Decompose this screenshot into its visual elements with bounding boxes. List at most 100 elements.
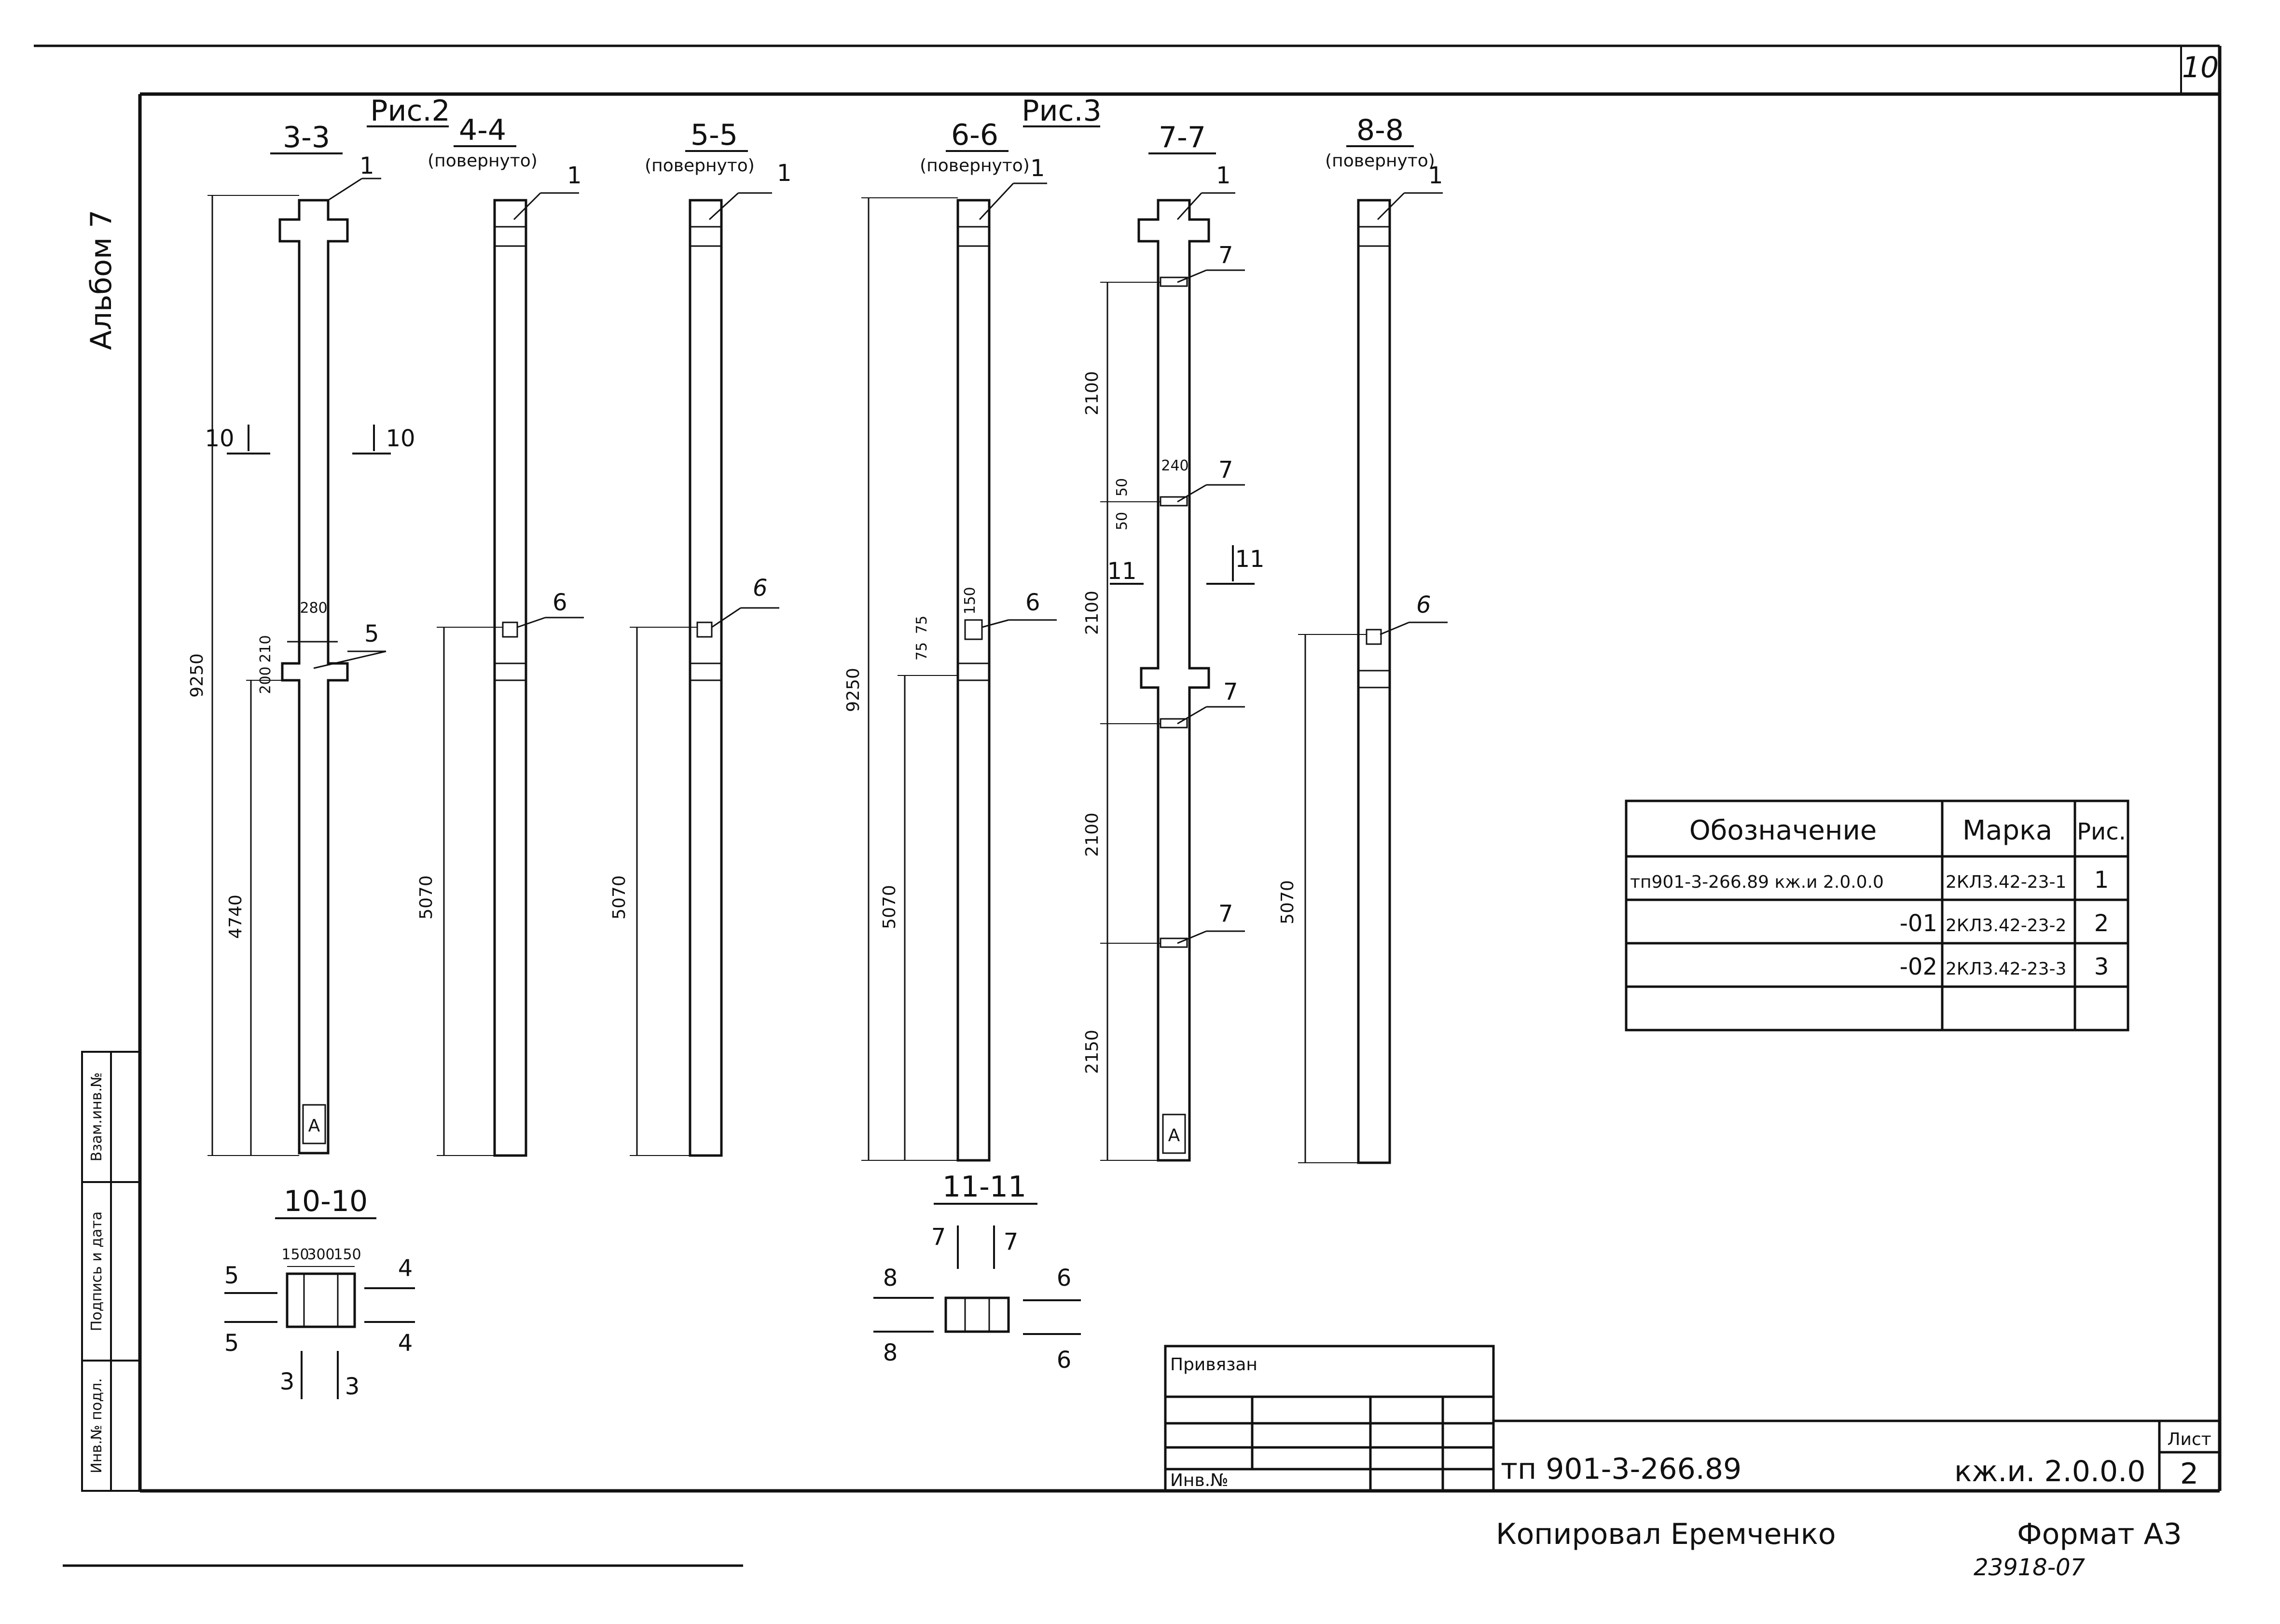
dim-240-7-7: 240	[1161, 457, 1188, 474]
page-number: 10	[2182, 51, 2219, 84]
column-3-3	[278, 199, 349, 1155]
dim-2150-7-7: 2150	[1082, 1030, 1102, 1074]
spec-row-designation: -02	[1900, 953, 1937, 980]
side-stamp-replace: Взам.инв.№	[88, 1073, 105, 1162]
figure-label-2: Рис.2	[370, 94, 450, 128]
format-label: Формат А3	[2017, 1517, 2182, 1551]
cut-5-top: 5	[224, 1262, 239, 1289]
column-5-5	[689, 199, 723, 1157]
cut-3-right: 3	[345, 1373, 360, 1400]
section-title-8-8: 8-8	[1356, 113, 1404, 147]
spec-row-designation: -01	[1900, 910, 1937, 937]
section-8-8: 8-8 (повернуто) 1 6 5070	[1278, 113, 1448, 1164]
cut-5-bottom: 5	[224, 1330, 239, 1357]
copied-by: Копировал Еремченко	[1496, 1517, 1836, 1551]
side-stamp-sign: Подпись и дата	[88, 1211, 105, 1332]
cut-7-left: 7	[931, 1224, 946, 1251]
dim-5070-6-6: 5070	[880, 885, 899, 929]
callout-1-8-8: 1	[1428, 162, 1443, 189]
section-title-5-5: 5-5	[691, 118, 738, 152]
dim-4740-3-3: 4740	[226, 895, 246, 939]
section-title-11-11: 11-11	[942, 1170, 1026, 1204]
album-label: Альбом 7	[84, 210, 118, 350]
dim-75b-6-6: 75	[913, 642, 930, 661]
section-11-11: 11-11 7 7 8 8 6 6	[873, 1170, 1081, 1374]
dim-9250-6-6: 9250	[843, 668, 863, 712]
dim-280-3-3: 280	[300, 600, 327, 617]
title-block	[1164, 1345, 2220, 1492]
rotated-note-6-6: (повернуто)	[920, 156, 1030, 176]
spec-row-designation: тп901-3-266.89 кж.и 2.0.0.0	[1630, 872, 1884, 892]
mark-a-label-3-3: А	[308, 1116, 320, 1136]
dim-2100c-7-7: 2100	[1082, 812, 1102, 857]
order-number: 23918-07	[1974, 1554, 2086, 1581]
side-stamp-inv: Инв.№ подл.	[88, 1378, 105, 1473]
section-title-4-4: 4-4	[459, 113, 506, 147]
mark-a-label-7-7: А	[1168, 1126, 1180, 1145]
mark-a-7-7	[1162, 1114, 1186, 1154]
section-title-3-3: 3-3	[283, 121, 330, 154]
callout-1-3-3: 1	[359, 152, 374, 179]
dim-9250-3-3: 9250	[187, 653, 207, 698]
sheet-label: Лист	[2167, 1430, 2211, 1449]
section-3-3: 3-3 А 1 5 9250 4740 280 210 200 10 10	[187, 121, 415, 1156]
sheet-frame	[34, 44, 2222, 1567]
callout-6-6-6: 6	[1025, 589, 1040, 616]
inv-label: Инв.№	[1170, 1471, 1229, 1490]
callout-1-5-5: 1	[777, 160, 792, 187]
spec-row-mark: 2КЛ3.42-23-1	[1946, 872, 2066, 892]
callout-6-8-8: 6	[1416, 592, 1431, 619]
dim-210-3-3: 210	[257, 635, 274, 662]
dim-200-3-3: 200	[257, 666, 274, 694]
cut-mark-11-left: 11	[1107, 558, 1136, 585]
callout-7a: 7	[1218, 242, 1233, 269]
callout-6-5-5: 6	[753, 575, 768, 602]
callout-7c: 7	[1223, 678, 1238, 705]
side-stamp	[81, 1051, 141, 1492]
cut-6-bottom: 6	[1057, 1347, 1072, 1374]
sheet-number: 2	[2180, 1457, 2198, 1491]
section-4-4: 4-4 (повернуто) 1 6 5070	[416, 113, 584, 1157]
dim-5070-8-8: 5070	[1278, 880, 1298, 924]
callout-5-3-3: 5	[364, 620, 379, 647]
mark-a-3-3	[302, 1104, 326, 1144]
cut-mark-10-right: 10	[386, 425, 415, 452]
cut-4-bottom: 4	[398, 1330, 413, 1357]
dim-150-6-6: 150	[962, 587, 979, 614]
callout-7d: 7	[1218, 900, 1233, 927]
section-title-10-10: 10-10	[284, 1184, 368, 1218]
dim-2100b-7-7: 2100	[1082, 591, 1102, 635]
rotated-note-4-4: (повернуто)	[428, 151, 538, 171]
column-7-7	[1137, 199, 1210, 1162]
cut-mark-10-left: 10	[205, 425, 234, 452]
bound-label: Привязан	[1170, 1355, 1257, 1375]
spec-header-mark: Марка	[1962, 815, 2052, 846]
callout-6-4-4: 6	[553, 589, 567, 616]
spec-row-fig: 2	[2094, 910, 2109, 937]
callout-1-4-4: 1	[567, 162, 582, 189]
rotated-note-5-5: (повернуто)	[645, 156, 755, 176]
title-code: тп 901-3-266.89	[1501, 1452, 1741, 1486]
dim-50b-7-7: 50	[1114, 512, 1131, 530]
cut-3-left: 3	[280, 1368, 295, 1395]
cut-7-right: 7	[1004, 1228, 1019, 1255]
spec-table	[1625, 799, 2129, 1032]
spec-row-fig: 3	[2094, 953, 2109, 980]
section-title-6-6: 6-6	[951, 118, 998, 152]
section-7-7: 7-7 А 1 7 7 7 7 2100 2100 2100 2150 240	[1082, 121, 1265, 1162]
section-5-5: 5-5 (повернуто) 1 6 5070	[609, 118, 792, 1157]
figure-label-3: Рис.3	[1022, 94, 1101, 128]
doc-code: кж.и. 2.0.0.0	[1954, 1455, 2145, 1488]
spec-row-fig: 1	[2094, 867, 2109, 894]
dim-50a-7-7: 50	[1114, 478, 1131, 496]
dim-5070-4-4: 5070	[416, 875, 436, 920]
dim-150b-10-10: 150	[333, 1246, 361, 1263]
cut-8-bottom: 8	[883, 1339, 898, 1366]
spec-header-designation: Обозначение	[1689, 815, 1877, 846]
section-10-10: 10-10 150 300 150 5 5 4 4 3 3	[224, 1184, 415, 1400]
section-6-6: 6-6 (повернуто) 1 6 9250 5070 75 75 150	[843, 118, 1057, 1162]
dim-5070-5-5: 5070	[609, 875, 629, 920]
dim-2100a-7-7: 2100	[1082, 371, 1102, 415]
callout-7b: 7	[1218, 456, 1233, 483]
